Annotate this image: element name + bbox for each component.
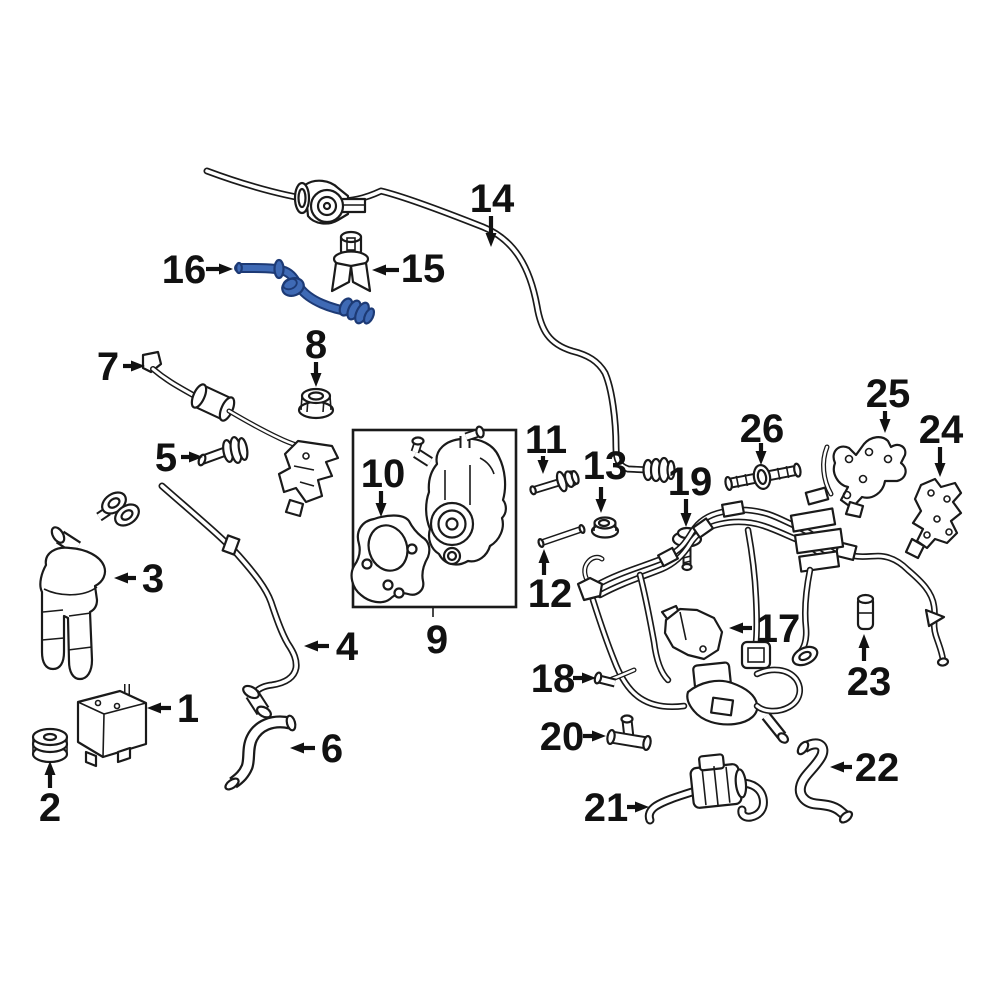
part-7-hose [141, 350, 299, 446]
part-23-cap [856, 593, 875, 631]
callout-12-label: 12 [528, 572, 573, 616]
callout-6-label: 6 [321, 727, 343, 771]
part-22-hose [796, 740, 854, 824]
callout-12: 12 [528, 549, 573, 616]
part-26-connector [723, 462, 802, 491]
callout-8-label: 8 [305, 323, 327, 367]
part-16-highlighted-tube [236, 258, 376, 325]
callout-9: 9 [426, 618, 448, 662]
callout-14-label: 14 [470, 177, 515, 221]
callout-14: 14 [470, 177, 515, 247]
part-13-nut [590, 516, 620, 539]
part-18-hose-end [593, 671, 615, 684]
callout-10: 10 [361, 452, 406, 517]
callout-20-label: 20 [540, 715, 585, 759]
callout-20: 20 [540, 715, 606, 759]
callout-13: 13 [583, 444, 628, 513]
callout-25: 25 [866, 372, 911, 433]
callout-24: 24 [919, 408, 964, 477]
part-9-box [350, 425, 518, 617]
harness-lower-cluster [686, 661, 800, 744]
callout-3: 3 [114, 557, 164, 601]
callout-21-label: 21 [584, 786, 629, 830]
part-17-bracket [660, 604, 724, 661]
callout-4-label: 4 [336, 625, 359, 669]
callout-16-label: 16 [162, 248, 207, 292]
part-25-bracket [832, 436, 907, 519]
harness-connector-stack [789, 507, 845, 667]
callout-26: 26 [740, 407, 785, 465]
callout-24-label: 24 [919, 408, 964, 452]
callout-11-label: 11 [525, 418, 567, 462]
callout-15-label: 15 [401, 247, 446, 291]
part-2-grommet [31, 727, 69, 764]
part-11-bolt [528, 470, 580, 496]
part-3-reservoir [39, 526, 107, 681]
part-10-gasket [350, 514, 431, 604]
callout-10-label: 10 [361, 452, 406, 496]
callout-26-label: 26 [740, 407, 785, 451]
part-1-canister [76, 684, 148, 768]
part-14-tube [207, 171, 676, 484]
callout-21: 21 [584, 786, 649, 830]
callout-25-label: 25 [866, 372, 911, 416]
part-14-end-fitting [642, 456, 676, 484]
callout-11: 11 [525, 418, 567, 474]
callout-18-label: 18 [531, 657, 576, 701]
part-12-tube [537, 524, 586, 548]
callout-4: 4 [304, 625, 359, 669]
callout-2: 2 [39, 761, 61, 830]
callout-15: 15 [372, 247, 445, 291]
callout-6: 6 [290, 727, 343, 771]
callout-22-label: 22 [855, 746, 900, 790]
part-4-hose [98, 486, 296, 719]
part-15-clip [330, 230, 372, 293]
mounting-bracket [277, 439, 340, 518]
part-24-bracket [904, 477, 963, 560]
callout-22: 22 [830, 746, 899, 790]
callout-5: 5 [155, 436, 203, 480]
callout-19: 19 [668, 460, 713, 527]
part-8-nut [297, 387, 335, 420]
callout-1: 1 [147, 687, 199, 731]
callout-17: 17 [729, 607, 800, 651]
callout-5-label: 5 [155, 436, 177, 480]
callout-17-label: 17 [756, 607, 801, 651]
part-14-inline-fitting [293, 179, 367, 225]
callout-13-label: 13 [583, 444, 628, 488]
callout-23-label: 23 [847, 660, 892, 704]
callout-1-label: 1 [177, 687, 199, 731]
callout-9-label: 9 [426, 618, 448, 662]
vacuum-pump [410, 425, 507, 566]
callout-23: 23 [847, 634, 892, 704]
callout-18: 18 [531, 657, 596, 701]
hose-harness [576, 447, 950, 744]
callout-19-label: 19 [668, 460, 713, 504]
callout-3-label: 3 [142, 557, 164, 601]
part-20-tee [606, 714, 651, 752]
callout-2-label: 2 [39, 786, 61, 830]
part-6-hose [224, 714, 297, 791]
part-5-bolt [197, 436, 249, 467]
callout-16: 16 [162, 248, 233, 292]
callout-7-label: 7 [97, 345, 119, 389]
callouts: 16 15 14 7 8 5 3 1 [39, 177, 964, 830]
callout-8: 8 [305, 323, 327, 387]
callout-7: 7 [97, 345, 145, 389]
part-21-valve [649, 753, 763, 820]
